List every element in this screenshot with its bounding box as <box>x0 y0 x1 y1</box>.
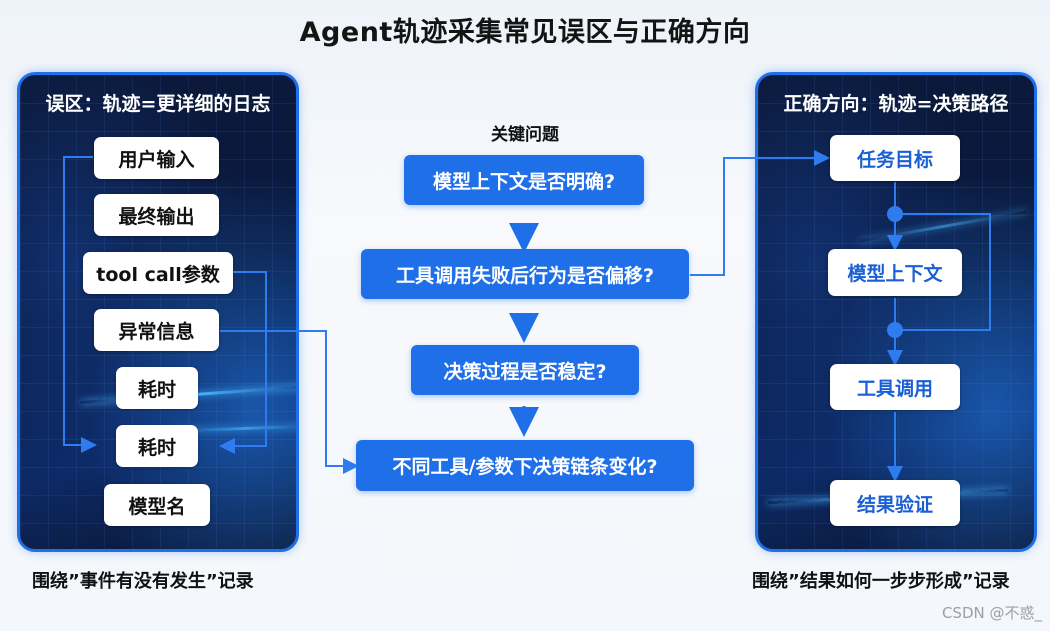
right-caption: 围绕”结果如何一步步形成”记录 <box>752 571 1010 592</box>
right-feedback-loop <box>895 213 991 331</box>
right-item-task-goal: 任务目标 <box>830 135 960 181</box>
left-item-latency: 耗时 <box>116 425 198 467</box>
left-item-final-output: 最终输出 <box>94 194 219 236</box>
question-model-context: 模型上下文是否明确? <box>404 155 644 205</box>
correct-direction-heading: 正确方向：轨迹=决策路径 <box>783 93 1009 115</box>
left-loop-connector <box>63 156 97 453</box>
right-item-tool-call: 工具调用 <box>830 364 960 410</box>
left-item-exception-info: 异常信息 <box>94 309 219 351</box>
junction-dot <box>887 206 903 222</box>
misconception-to-question-connector <box>220 330 359 474</box>
left-caption: 围绕”事件有没有发生”记录 <box>32 571 254 592</box>
left-item-model-name: 模型名 <box>104 484 210 526</box>
misconception-heading: 误区：轨迹=更详细的日志 <box>45 93 271 115</box>
watermark: CSDN @不惑_ <box>941 604 1042 622</box>
question-decision-chain-change: 不同工具/参数下决策链条变化? <box>356 440 694 491</box>
left-item-user-input: 用户输入 <box>94 137 219 179</box>
question-decision-stability: 决策过程是否稳定? <box>411 345 639 395</box>
right-item-result-verification: 结果验证 <box>830 480 960 526</box>
right-item-model-context: 模型上下文 <box>828 249 962 296</box>
junction-dot <box>887 322 903 338</box>
key-questions-heading: 关键问题 <box>491 125 559 145</box>
left-item-tool-call-params: tool call参数 <box>83 252 233 294</box>
page-title: Agent轨迹采集常见误区与正确方向 <box>299 17 751 48</box>
question-to-direction-connector <box>690 150 830 276</box>
left-item-latency: 耗时 <box>116 367 198 409</box>
question-tool-failure: 工具调用失败后行为是否偏移? <box>361 249 689 299</box>
left-loop-connector <box>219 271 267 454</box>
